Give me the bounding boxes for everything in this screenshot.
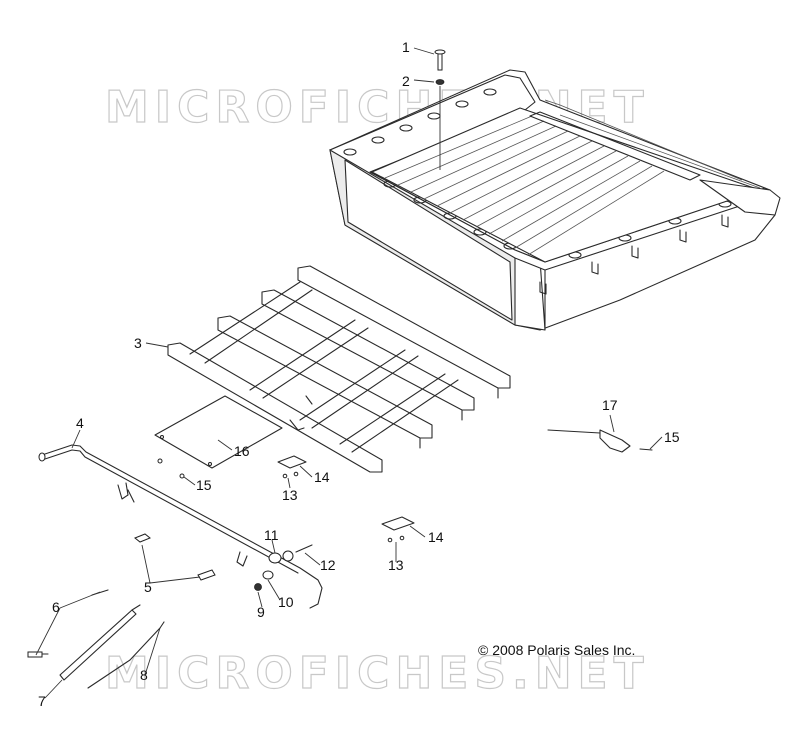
callout-5: 5: [144, 579, 152, 595]
pin-set: [134, 533, 216, 581]
callout-labels: 1 2 3 4 5 6 7 8 9 10 11 12 13 13 14 14 1…: [38, 39, 680, 709]
skid-plate: [154, 395, 283, 469]
callout-15-right: 15: [664, 429, 680, 445]
frame-assembly: [167, 265, 511, 473]
callout-11: 11: [264, 527, 279, 543]
washer: [435, 79, 445, 85]
watermark-bottom: MICROFICHES.NET: [105, 648, 650, 699]
bolt: [434, 49, 446, 71]
screw-small-plate: [157, 458, 163, 464]
screw: [295, 544, 313, 553]
gas-strut: [59, 604, 141, 681]
latch-striker: [547, 429, 631, 453]
callout-16: 16: [234, 443, 250, 459]
flat-washer: [262, 570, 274, 580]
bumper-upper: [277, 455, 307, 479]
leader-lines: [35, 47, 663, 699]
callout-17: 17: [602, 397, 618, 413]
copyright-notice: © 2008 Polaris Sales Inc.: [478, 642, 635, 658]
screw-small-right: [639, 448, 653, 451]
callout-12: 12: [320, 557, 336, 573]
callout-1: 1: [402, 39, 410, 55]
cargo-box: [329, 69, 781, 331]
callout-13-lower: 13: [388, 557, 404, 573]
callout-13-upper: 13: [282, 487, 298, 503]
callout-9: 9: [257, 604, 265, 620]
callout-15-left: 15: [196, 477, 212, 493]
nut: [254, 583, 262, 591]
callout-14-lower: 14: [428, 529, 444, 545]
screw-small-left: [179, 473, 185, 479]
bumper-lower: [381, 516, 415, 543]
bushing: [268, 550, 294, 564]
latch-cable: [87, 621, 165, 689]
callout-4: 4: [76, 415, 84, 431]
callout-6: 6: [52, 599, 60, 615]
callout-3: 3: [134, 335, 142, 351]
callout-14-upper: 14: [314, 469, 330, 485]
latch-rod-assembly: [38, 444, 323, 609]
callout-7: 7: [38, 693, 46, 709]
callout-2: 2: [402, 73, 410, 89]
callout-8: 8: [140, 667, 148, 683]
callout-10: 10: [278, 594, 294, 610]
